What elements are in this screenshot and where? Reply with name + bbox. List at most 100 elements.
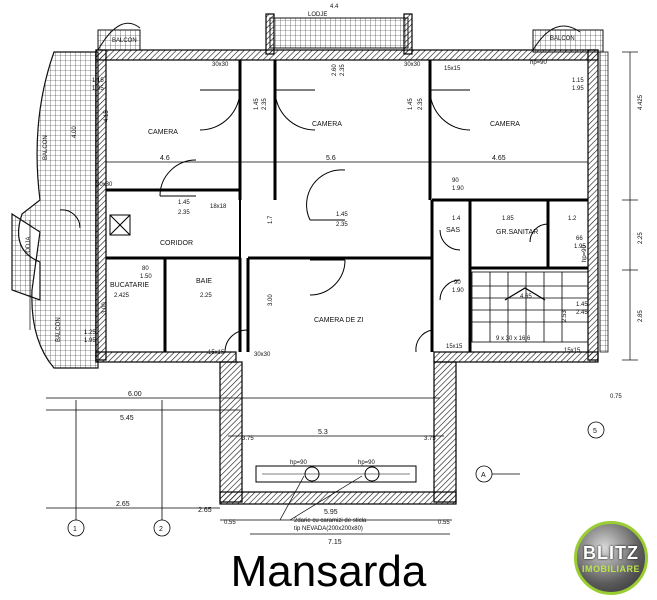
dim-1-45-c: 1.45: [178, 200, 190, 206]
dim-1-2: 1.2: [568, 216, 577, 222]
grid-axes: [67, 400, 605, 537]
floor-caption: Mansarda: [230, 547, 427, 596]
dim-1-95-d: 1.95: [574, 244, 586, 250]
room-label-camera-de-zi: CAMERA DE ZI: [314, 317, 363, 324]
staircase: [471, 271, 589, 343]
dim-80: 80: [142, 266, 149, 272]
note-glass-brick: 2darie cu caramizi de sticla: [294, 518, 367, 524]
room-label-balcon-bottom-left: BALCON: [56, 317, 62, 342]
dim-2-60: 2.60: [332, 64, 338, 76]
dim-right-2-85: 2.85: [638, 310, 644, 322]
dim-3-75-b: 3.75: [424, 436, 436, 442]
dim-5-6: 5.6: [326, 155, 336, 162]
dim-1-45-a: 1.45: [254, 98, 260, 110]
dim-2-25: 2.25: [200, 293, 212, 299]
exterior-walls: [95, 13, 599, 505]
interior-walls: [106, 60, 588, 352]
logo-text-sub: IMOBILIARE: [582, 563, 640, 574]
dim-4-00: 4.00: [72, 126, 78, 138]
room-label-balcon-top-left: BALCON: [112, 38, 137, 44]
loggia-top: [269, 17, 409, 49]
dim-2-65-a: 2.65: [116, 501, 130, 508]
dim-1-15-b: 1.15: [572, 78, 584, 84]
dim-3-00-a: 3.00: [102, 302, 108, 314]
dim-4-4: 4.4: [330, 4, 339, 10]
dim-hp90-a: hp=90: [530, 60, 548, 66]
dim-1-25: 1.25: [84, 330, 96, 336]
dim-15x15-c: 15x15: [446, 344, 463, 350]
dim-4-6: 4.6: [160, 155, 170, 162]
balcony-areas: [11, 17, 609, 369]
glass-brick-wall: [255, 465, 417, 483]
dim-2-35-d: 2.35: [336, 222, 348, 228]
dimension-texts: 4.6 5.6 4.65 4.15 4.00 1.45 2.35 1.45 2.…: [72, 4, 644, 546]
note-nevada: tip NEVADA(200x200x80): [294, 526, 363, 532]
dim-right-2-25: 2.25: [638, 232, 644, 244]
blitz-logo: BLITZ IMOBILIARE: [574, 521, 648, 595]
dim-1-95-b: 1.95: [572, 86, 584, 92]
room-label-bucatarie: BUCATARIE: [110, 282, 149, 289]
dim-4-65: 4.65: [492, 155, 506, 162]
dim-2-35-b: 2.35: [418, 98, 424, 110]
axis-label-5: 5: [593, 428, 597, 435]
room-label-camera-right: CAMERA: [490, 121, 520, 128]
room-label-camera-left: CAMERA: [148, 129, 178, 136]
dim-2-425: 2.425: [114, 293, 130, 299]
dim-0-55-a: 0.55: [224, 520, 236, 526]
axis-label-a: A: [481, 472, 486, 479]
dim-1-4: 1.4: [452, 216, 461, 222]
dim-4-65-stair: 4.65: [520, 294, 532, 300]
logo-text-main: BLITZ: [583, 542, 639, 563]
dim-4-15: 4.15: [104, 110, 110, 122]
dim-30x30-a: 30x30: [212, 62, 229, 68]
dim-15x15-d: 15x15: [564, 348, 581, 354]
room-label-balcon-top-right: BALCON: [550, 36, 575, 42]
balcony-left: [11, 51, 99, 369]
dim-66: 66: [576, 236, 583, 242]
dim-right-4-425: 4.425: [638, 94, 644, 110]
dim-1-85: 1.85: [502, 216, 514, 222]
room-label-coridor: CORIDOR: [160, 240, 193, 247]
dim-2-65-b: 2.65: [198, 507, 212, 514]
dim-2-35-top: 2.35: [340, 64, 346, 76]
dim-1-50: 1.50: [140, 274, 152, 280]
balcony-right: [599, 51, 609, 353]
room-label-gr-sanitar: GR.SANITAR: [496, 229, 538, 236]
dim-3-75-a: 3.75: [242, 436, 254, 442]
room-label-lodje-top: LODJE: [308, 12, 327, 18]
dim-1-95-a: 1.95: [92, 86, 104, 92]
dim-15x15-b: 15x15: [208, 350, 225, 356]
dim-90-a: 90: [452, 178, 459, 184]
dim-5-45: 5.45: [120, 415, 134, 422]
dim-1-45-e: 1.45: [576, 302, 588, 308]
dim-5-95: 5.95: [324, 509, 338, 516]
dim-30x30-b: 30x30: [404, 62, 421, 68]
dim-30x30-c: 30x30: [96, 182, 113, 188]
room-label-lodja-left: LODJA: [26, 237, 32, 256]
dim-2-45: 2.45: [576, 310, 588, 316]
dim-stair-steps: 9 x 30 x 16.6: [496, 336, 531, 342]
dim-18x18: 18x18: [210, 204, 227, 210]
dim-1-45-d: 1.45: [336, 212, 348, 218]
dim-30x30-d: 30x30: [254, 352, 271, 358]
dim-6-00: 6.00: [128, 391, 142, 398]
room-label-sas: SAS: [446, 227, 460, 234]
dim-3-00-b: 3.00: [268, 294, 274, 306]
doors: [59, 89, 549, 353]
dim-2-35-a: 2.35: [262, 98, 268, 110]
dim-15x15-a: 15x15: [444, 66, 461, 72]
room-label-balcon-left: BALCON: [43, 135, 49, 160]
dim-5-3: 5.3: [318, 429, 328, 436]
dim-1-90-a: 1.90: [452, 186, 464, 192]
dim-90-b: 90: [454, 280, 461, 286]
dim-hp90-d: hp=90: [358, 460, 376, 466]
dim-hp90-c: hp=90: [290, 460, 308, 466]
dim-2-35-c: 2.35: [178, 210, 190, 216]
dim-hp90-b: hp=90: [582, 244, 588, 262]
dim-1-15-a: 1.15: [92, 78, 104, 84]
dim-1-7: 1.7: [268, 215, 274, 224]
dim-1-90-b: 1.90: [452, 288, 464, 294]
axis-label-2: 2: [159, 526, 163, 533]
axis-label-1: 1: [73, 526, 77, 533]
